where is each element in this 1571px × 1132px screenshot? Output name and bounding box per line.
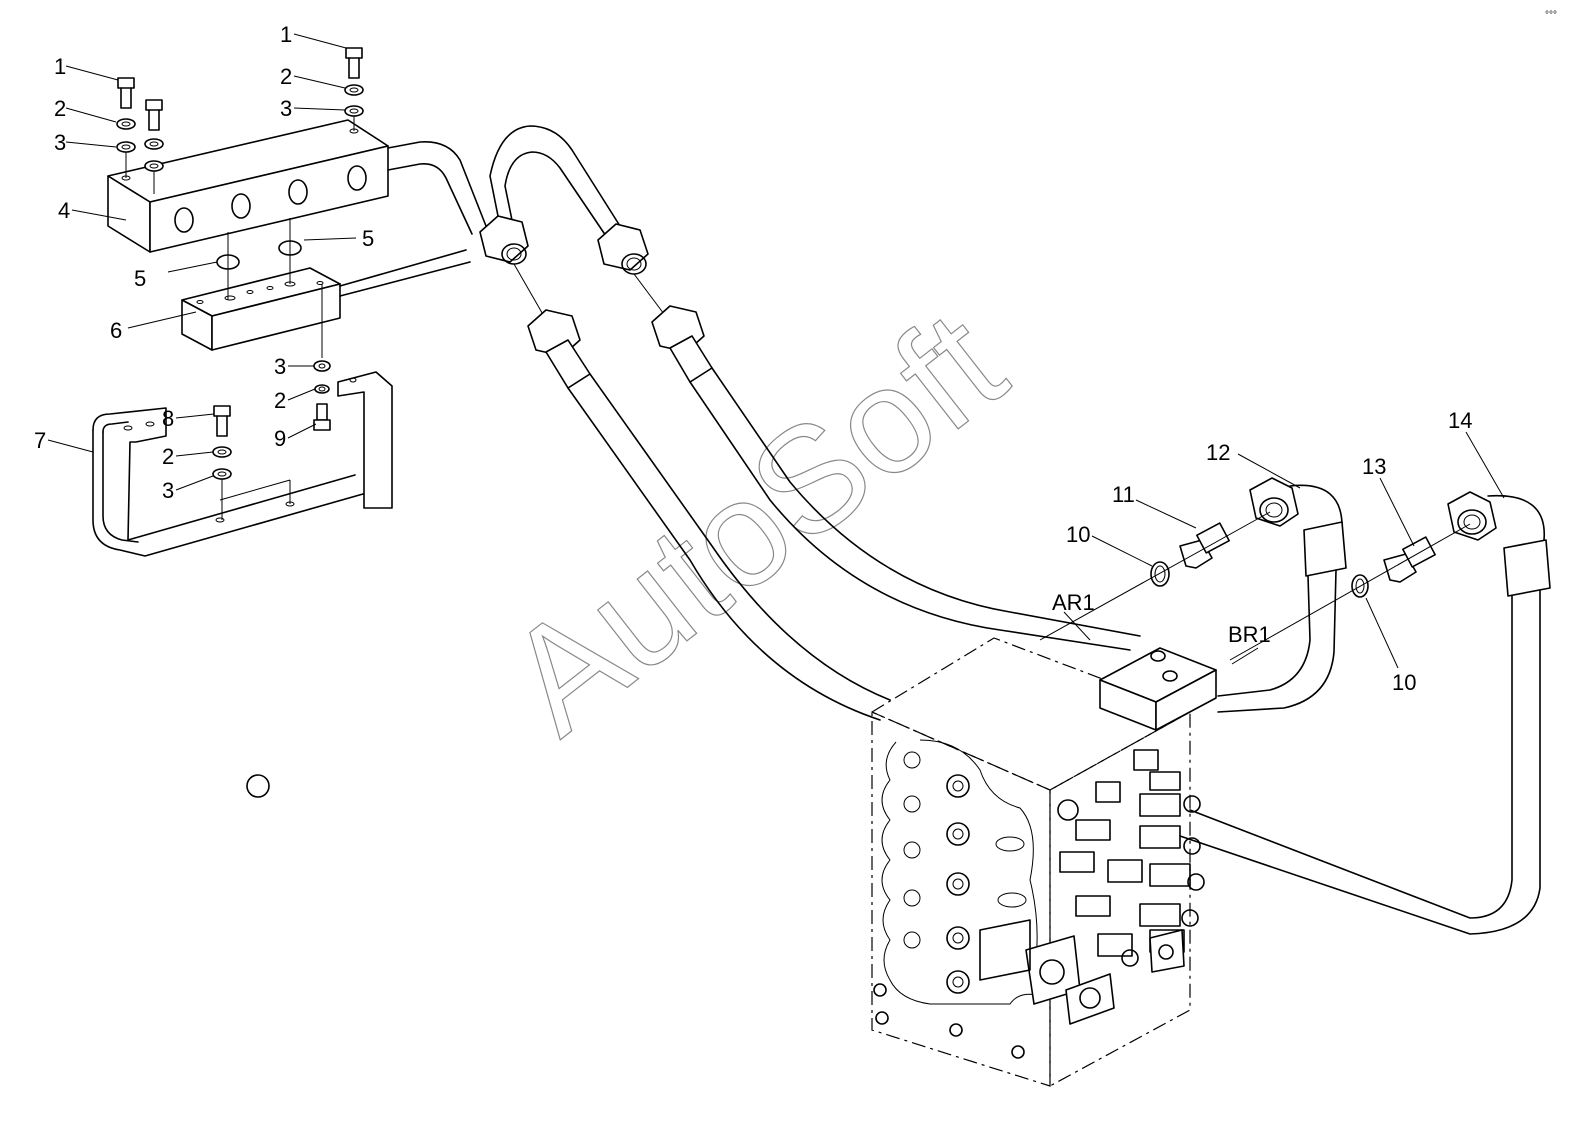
- callout-3b: 3: [280, 96, 292, 121]
- callout-11: 11: [1112, 482, 1135, 507]
- manifold-block-4: [107, 119, 389, 253]
- bolt-stack-bracket: [212, 405, 232, 520]
- callout-2b: 2: [280, 64, 292, 89]
- tube-loop-upper: [489, 125, 621, 237]
- callout-10b: 10: [1392, 670, 1416, 695]
- bracket-7: [92, 371, 393, 557]
- port-label-br1: BR1: [1228, 622, 1271, 647]
- br1-centerline: [1229, 523, 1471, 661]
- hose-end-right: [633, 273, 713, 383]
- callout-13: 13: [1362, 454, 1386, 479]
- control-valve: [246, 637, 1205, 1088]
- ar1-centerline: [1039, 511, 1271, 641]
- port-label-ar1: AR1: [1052, 590, 1095, 615]
- callout-6: 6: [110, 318, 122, 343]
- callout-14: 14: [1448, 408, 1472, 433]
- bolt-stack-below-6: [313, 284, 331, 431]
- callout-3c: 3: [162, 478, 174, 503]
- seal-10b: [1351, 574, 1369, 598]
- callout-5a: 5: [134, 266, 146, 291]
- callout-2d: 2: [274, 388, 286, 413]
- callout-9: 9: [274, 426, 286, 451]
- callout-10a: 10: [1066, 522, 1090, 547]
- callout-1a: 1: [54, 54, 66, 79]
- leader-lines: [47, 33, 1505, 669]
- callout-7: 7: [34, 428, 46, 453]
- hose-left: [567, 373, 891, 721]
- corner-mark: °°°: [1545, 10, 1557, 21]
- callout-4: 4: [58, 198, 70, 223]
- callout-8: 8: [162, 406, 174, 431]
- adapter-11: [1179, 522, 1230, 569]
- tube-from-block-4: [339, 141, 487, 297]
- callout-5b: 5: [362, 226, 374, 251]
- callout-3d: 3: [274, 354, 286, 379]
- callout-2a: 2: [54, 96, 66, 121]
- hose-right: [689, 367, 1141, 651]
- flange-plate: [1099, 647, 1217, 731]
- elbow-12: [1217, 477, 1347, 713]
- elbow-14: [1179, 491, 1551, 935]
- adapter-13: [1383, 536, 1436, 583]
- hose-end-left: [513, 263, 591, 389]
- bolt-stack-right: [344, 47, 364, 131]
- seal-10a: [1150, 561, 1170, 587]
- block-6: [181, 267, 341, 351]
- callout-2c: 2: [162, 444, 174, 469]
- fitting-nut-upper-right: [597, 223, 649, 275]
- fitting-nut-upper-left: [479, 215, 529, 265]
- callout-12: 12: [1206, 440, 1230, 465]
- callout-3a: 3: [54, 130, 66, 155]
- bolt-stack-left: [116, 77, 164, 194]
- callout-1b: 1: [280, 22, 292, 47]
